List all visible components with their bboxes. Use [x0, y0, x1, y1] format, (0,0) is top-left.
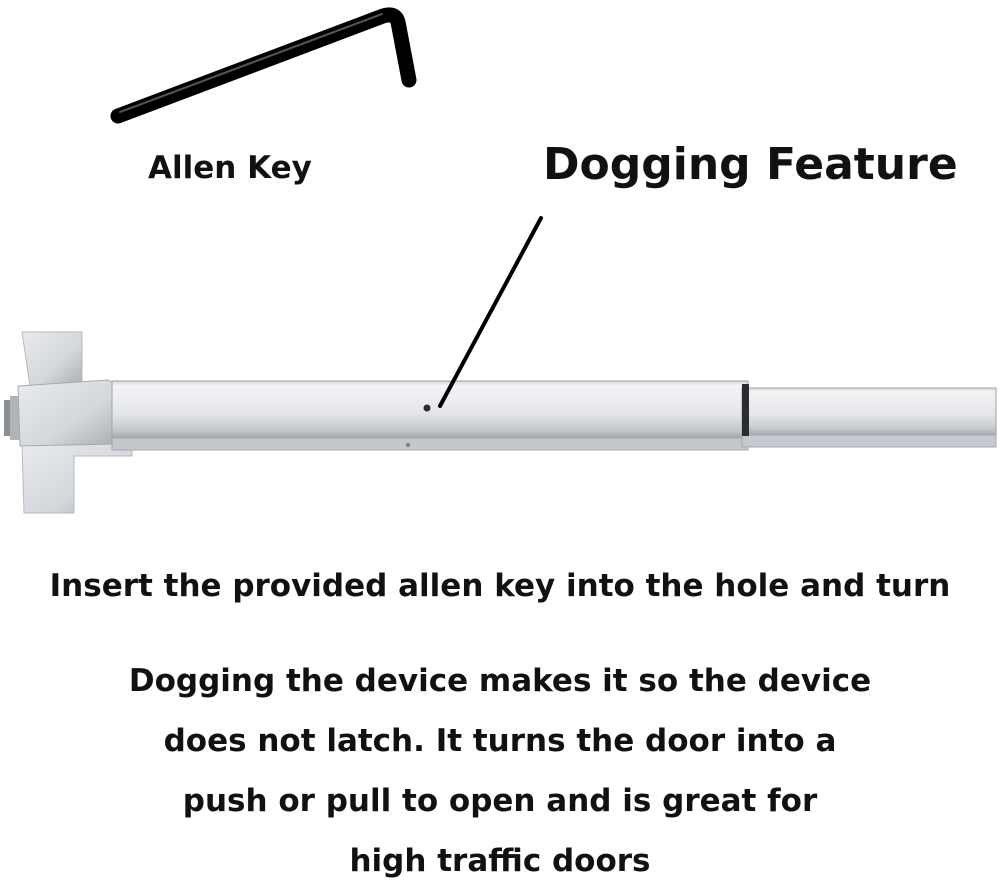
dogging-hole — [423, 404, 431, 412]
description-line: high traffic doors — [349, 843, 651, 879]
push-bar — [111, 380, 749, 440]
pointer-line-icon — [438, 216, 543, 408]
description-line: Dogging the device makes it so the devic… — [128, 663, 872, 699]
instruction-text: Insert the provided allen key into the h… — [49, 568, 951, 604]
device-bracket — [21, 331, 83, 387]
extension-rail — [741, 387, 997, 437]
allen-key-icon — [110, 7, 417, 124]
allen-key-label: Allen Key — [148, 150, 312, 186]
device-head — [17, 379, 117, 447]
description-line: push or pull to open and is great for — [182, 783, 818, 819]
description-text: Dogging the device makes it so the devic… — [20, 651, 980, 891]
dogging-feature-label: Dogging Feature — [543, 139, 958, 190]
exit-device-bar-icon — [4, 331, 997, 514]
description-line: does not latch. It turns the door into a — [163, 723, 837, 759]
